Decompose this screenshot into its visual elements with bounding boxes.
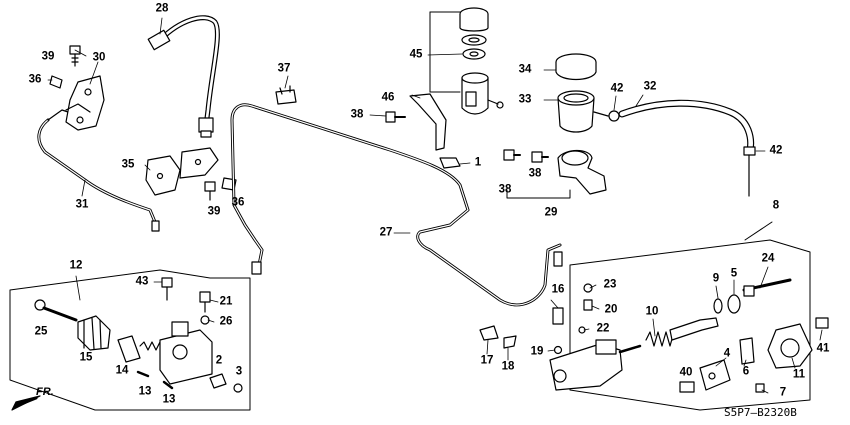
- callout-14: 14: [115, 364, 129, 377]
- diagram-code: S5P7–B2320B: [724, 406, 797, 419]
- callout-38b: 38: [498, 183, 512, 196]
- callout-28: 28: [155, 2, 169, 15]
- clip-1: [439, 157, 461, 169]
- bolt-38-a: [385, 111, 406, 123]
- callout-2: 2: [215, 354, 223, 367]
- callout-30: 30: [92, 51, 106, 64]
- callout-26: 26: [219, 315, 233, 328]
- callout-24: 24: [761, 252, 775, 265]
- callout-15: 15: [79, 351, 93, 364]
- callout-16: 16: [551, 283, 565, 296]
- callout-18: 18: [501, 360, 515, 373]
- reservoir-tank: [555, 53, 609, 133]
- clutch-pipe-a: [37, 109, 160, 232]
- callout-12: 12: [69, 259, 83, 272]
- front-marker-label: FR.: [36, 386, 54, 398]
- callout-33: 33: [518, 93, 532, 106]
- slave-cylinder-parts: [34, 277, 243, 393]
- reservoir-bracket-46: [409, 93, 447, 151]
- callout-39b: 39: [207, 205, 221, 218]
- callout-11: 11: [792, 368, 806, 381]
- callout-36b: 36: [231, 196, 245, 209]
- callout-6: 6: [742, 365, 750, 378]
- callout-38a: 38: [350, 108, 364, 121]
- front-arrow-icon: [11, 395, 41, 411]
- callout-34: 34: [518, 63, 532, 76]
- reservoir-bracket-29: [557, 149, 607, 195]
- callout-10: 10: [645, 305, 659, 318]
- callout-40: 40: [679, 366, 693, 379]
- callout-31: 31: [75, 198, 89, 211]
- master-cylinder-group: [569, 221, 811, 411]
- callout-25: 25: [34, 325, 48, 338]
- callout-4: 4: [723, 347, 731, 360]
- callout-35: 35: [121, 158, 135, 171]
- master-cylinder-parts: [479, 278, 829, 393]
- clutch-pipe-27: [230, 103, 563, 307]
- callout-8: 8: [772, 199, 780, 212]
- callout-17: 17: [480, 354, 494, 367]
- bolt-39-a: [69, 45, 81, 67]
- callout-36a: 36: [28, 73, 42, 86]
- callout-42b: 42: [769, 144, 783, 157]
- callout-3: 3: [235, 365, 243, 378]
- reservoir-assembly: [429, 7, 504, 115]
- reservoir-hose-32: [618, 99, 755, 154]
- callout-9: 9: [712, 272, 720, 285]
- callout-41: 41: [816, 342, 830, 355]
- callout-32: 32: [643, 80, 657, 93]
- bracket-35: [145, 147, 219, 196]
- callout-1: 1: [474, 156, 482, 169]
- callout-13b: 13: [162, 393, 176, 406]
- clip-36-a: [49, 75, 63, 89]
- callout-43: 43: [135, 275, 149, 288]
- clamp-42-b: [743, 146, 756, 197]
- callout-23: 23: [603, 278, 617, 291]
- leader-lines: [47, 17, 823, 394]
- callout-21: 21: [219, 295, 233, 308]
- slave-cylinder-group: [9, 269, 251, 411]
- callout-29: 29: [544, 206, 558, 219]
- clamp-42-a: [608, 110, 620, 122]
- clip-37: [275, 85, 297, 105]
- bolt-39-b: [204, 181, 216, 201]
- callout-20: 20: [604, 303, 618, 316]
- callout-22: 22: [596, 322, 610, 335]
- callout-7: 7: [779, 386, 787, 399]
- bolt-38-b: [503, 149, 521, 161]
- callout-46: 46: [381, 91, 395, 104]
- callout-5: 5: [730, 267, 738, 280]
- callout-45: 45: [409, 48, 423, 61]
- callout-37: 37: [277, 62, 291, 75]
- callout-42a: 42: [610, 82, 624, 95]
- callout-13a: 13: [138, 385, 152, 398]
- callout-38c: 38: [528, 167, 542, 180]
- callout-19: 19: [530, 345, 544, 358]
- callout-39a: 39: [41, 50, 55, 63]
- bracket-30: [65, 75, 105, 131]
- bolt-38-c: [531, 151, 549, 163]
- clutch-hose: [147, 15, 220, 138]
- callout-27: 27: [379, 226, 393, 239]
